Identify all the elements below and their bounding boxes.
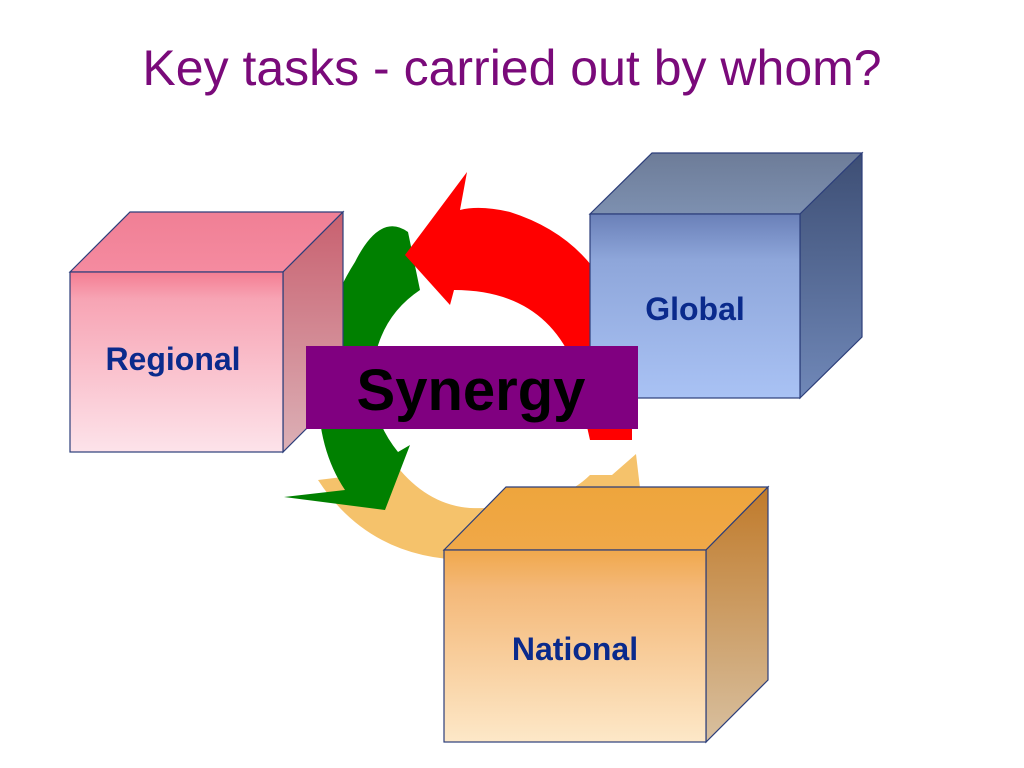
regional-cube: Regional bbox=[68, 210, 345, 454]
regional-label: Regional bbox=[105, 341, 240, 377]
synergy-box: Synergy bbox=[306, 346, 638, 429]
national-cube: National bbox=[442, 485, 770, 744]
national-label: National bbox=[512, 631, 638, 667]
global-label: Global bbox=[645, 291, 745, 327]
slide-title: Key tasks - carried out by whom? bbox=[142, 40, 882, 96]
synergy-label: Synergy bbox=[357, 358, 586, 423]
